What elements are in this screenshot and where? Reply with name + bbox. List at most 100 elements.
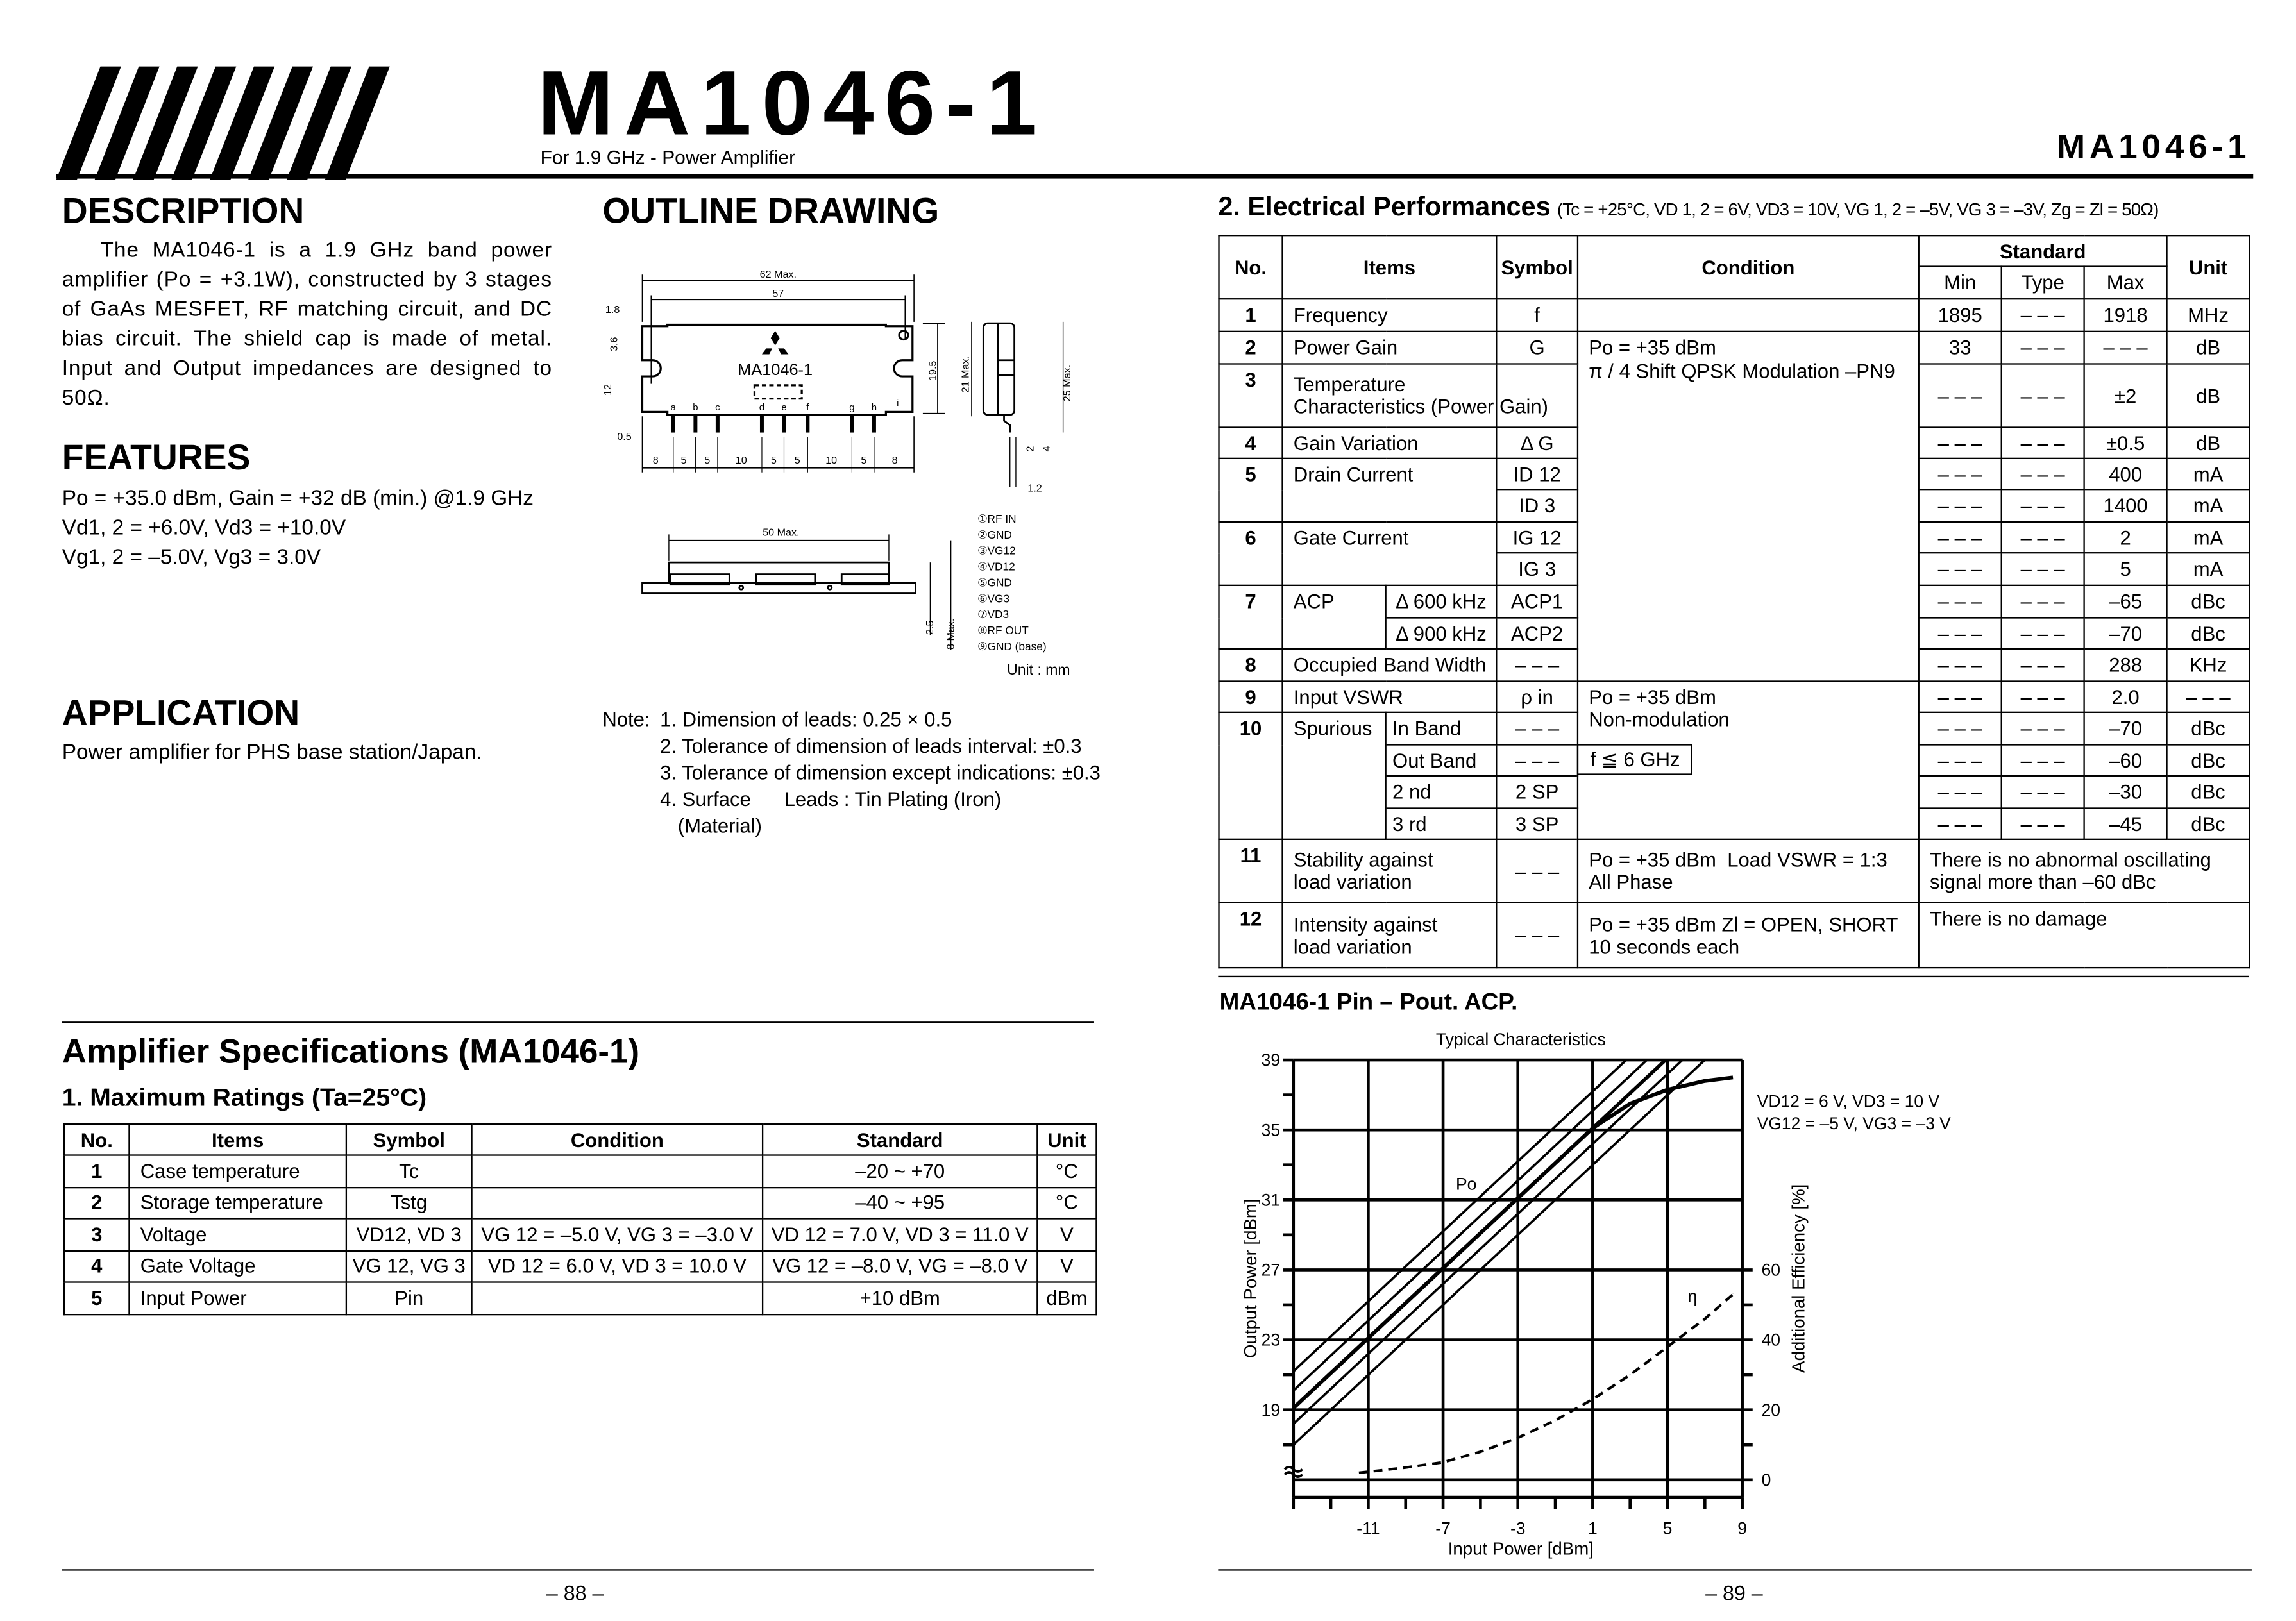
cell-symbol: f	[1496, 298, 1579, 333]
lead-spacing-label: 8	[653, 455, 659, 466]
cell-condition	[1576, 298, 1920, 333]
logo-stripe	[286, 66, 351, 180]
series-label-eta: η	[1687, 1287, 1697, 1306]
cell-unit: V	[1036, 1218, 1097, 1252]
cell-unit: mA	[2166, 457, 2250, 491]
cell-item: Power Gain	[1281, 330, 1498, 365]
logo-stripe	[325, 66, 390, 180]
cell-symbol: 3 SP	[1496, 807, 1579, 840]
table-row: ID 3 – – – – – – 1400 mA	[1219, 489, 2250, 523]
right-page-title: MA1046-1	[2057, 126, 2251, 165]
cell-symbol: – – –	[1496, 744, 1579, 777]
cell-type: – – –	[2000, 330, 2085, 365]
y-tick-label: 19	[1262, 1400, 1280, 1420]
cell-item: Gate Voltage	[128, 1249, 348, 1283]
cell-type: – – –	[2000, 744, 2085, 777]
lead-spacing-label: 5	[861, 455, 866, 466]
package-top-view	[641, 323, 914, 416]
cell-symbol: G	[1496, 330, 1579, 365]
cell-no: 6	[1218, 521, 1283, 586]
cell-unit: dBc	[2166, 807, 2250, 840]
cell-no: 5	[1218, 457, 1283, 523]
lead-pin	[671, 414, 675, 433]
cell-no: 2	[63, 1186, 130, 1220]
package-front-view	[641, 561, 916, 594]
cell-type: – – –	[2000, 584, 2085, 619]
cell-no: 4	[1218, 426, 1283, 459]
cell-unit: mA	[2166, 521, 2250, 554]
cell-unit: mA	[2166, 489, 2250, 523]
cell-min: – – –	[1918, 648, 2002, 682]
pin-assignment: ⑤GND	[977, 576, 1012, 589]
cell-max: ±0.5	[2083, 426, 2168, 459]
cell-symbol: VG 12, VG 3	[345, 1249, 473, 1283]
feature-line: Vd1, 2 = +6.0V, Vd3 = +10.0V	[62, 516, 346, 541]
pin-assignment: ⑦VD3	[977, 608, 1009, 621]
cell-max: 5	[2083, 552, 2168, 586]
footer-rule-right	[1218, 1569, 2252, 1571]
note-label: Note:	[602, 709, 650, 731]
cell-min: – – –	[1918, 807, 2002, 840]
table-row: 10 Spurious In Band – – – – – – – – – –7…	[1218, 711, 2250, 840]
cell-condition	[471, 1154, 764, 1188]
cell-unit: dBc	[2166, 744, 2250, 777]
cell-unit: °C	[1036, 1154, 1097, 1188]
standard-line: There is no abnormal oscillating	[1930, 848, 2211, 871]
cell-symbol: ID 3	[1496, 489, 1579, 523]
logo-stripe	[133, 66, 198, 180]
cell-type: – – –	[2000, 680, 2085, 713]
electrical-heading-line: 2. Electrical Performances (Tc = +25°C, …	[1218, 192, 2159, 223]
condition-line: Po = +35 dBm	[1589, 336, 1716, 359]
cell-unit: KHz	[2166, 648, 2250, 682]
item-line: Temperature	[1293, 373, 1406, 396]
y2-tick-label: 20	[1762, 1400, 1780, 1420]
cell-subitem: 3 rd	[1385, 807, 1498, 840]
cell-symbol	[1496, 363, 1579, 428]
cell-unit: dB	[2166, 330, 2250, 365]
cell-type: – – –	[2000, 298, 2085, 333]
cell-no: 3	[63, 1218, 130, 1252]
cell-min: – – –	[1918, 489, 2002, 523]
col-standard: Standard	[761, 1123, 1038, 1156]
lead-letter: b	[693, 402, 698, 413]
lead-pin	[693, 414, 698, 433]
cell-no: 5	[63, 1281, 130, 1315]
electrical-heading: 2. Electrical Performances	[1218, 192, 1551, 222]
cell-min: – – –	[1918, 584, 2002, 619]
table-row: 2 nd 2 SP – – – – – – –30 dBc	[1219, 775, 2250, 809]
dim-lead-thickness: 1.2	[1027, 483, 1042, 494]
cell-standard: –20 ~ +70	[761, 1154, 1038, 1188]
dim-base: 2.5	[924, 621, 936, 635]
cell-no: 12	[1218, 902, 1283, 969]
feature-line: Vg1, 2 = –5.0V, Vg3 = 3.0V	[62, 546, 321, 570]
amp-specs-heading: Amplifier Specifications (MA1046-1)	[62, 1032, 640, 1071]
x-tick-label: -7	[1435, 1519, 1451, 1538]
col-symbol: Symbol	[345, 1123, 473, 1156]
lead-letter: a	[671, 402, 677, 413]
cell-subitem: In Band	[1385, 711, 1498, 746]
note-item: 2. Tolerance of dimension of leads inter…	[660, 735, 1082, 758]
cell-condition: VD 12 = 6.0 V, VD 3 = 10.0 V	[471, 1249, 764, 1283]
x-axis-label: Input Power [dBm]	[1448, 1538, 1594, 1558]
table-row: 4 Gain Variation Δ G – – – – – – ±0.5 dB	[1218, 426, 2250, 459]
dim-overall: 62 Max.	[760, 269, 797, 280]
cell-type: – – –	[2000, 457, 2085, 491]
cell-symbol: – – –	[1496, 838, 1579, 903]
cell-unit: dBc	[2166, 584, 2250, 619]
max-ratings-heading: 1. Maximum Ratings (Ta=25°C)	[62, 1083, 427, 1112]
lead-spacing-label: 5	[771, 455, 777, 466]
condition-box: f ≦ 6 GHz	[1576, 744, 1692, 775]
dim-hole: 1.8	[605, 304, 620, 315]
cell-max: 288	[2083, 648, 2168, 682]
table-row: 3 rd 3 SP – – – – – – –45 dBc	[1219, 807, 2250, 840]
cell-condition: VG 12 = –5.0 V, VG 3 = –3.0 V	[471, 1218, 764, 1252]
efficiency-curve	[1358, 1293, 1734, 1474]
cell-min: – – –	[1918, 711, 2002, 746]
